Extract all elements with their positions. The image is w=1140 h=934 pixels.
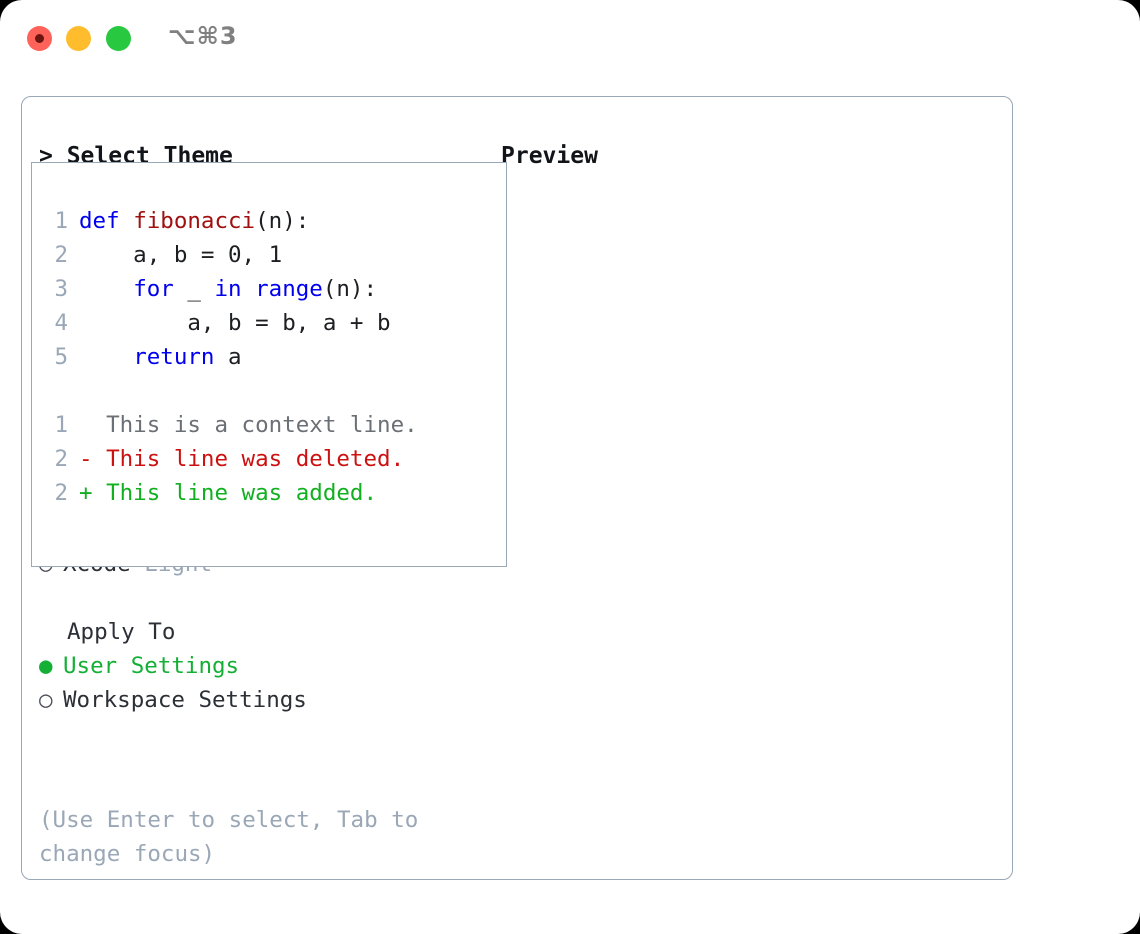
diff-text: This line was deleted. xyxy=(106,446,405,472)
line-number: 3 xyxy=(54,276,68,302)
code-token: def xyxy=(79,208,134,234)
code-line: 2 a, b = 0, 1 xyxy=(42,238,500,272)
diff-marker: + xyxy=(79,480,107,506)
preview-column: Preview xyxy=(501,139,991,173)
radio-selected-icon: ● xyxy=(39,653,53,679)
preview-heading: Preview xyxy=(501,143,598,169)
line-number: 2 xyxy=(54,446,68,472)
apply-to-option-row[interactable]: ○ Workspace Settings xyxy=(39,683,489,717)
line-number: 4 xyxy=(54,310,68,336)
diff-text: This is a context line. xyxy=(106,412,418,438)
diff-text: This line was added. xyxy=(106,480,378,506)
line-number: 5 xyxy=(54,344,68,370)
diff-line: 2- This line was deleted. xyxy=(42,442,500,476)
code-token: a, b = 0, 1 xyxy=(79,242,283,268)
line-number: 2 xyxy=(54,480,68,506)
apply-to-heading: Apply To xyxy=(67,619,176,645)
code-token: a, b = b, a + b xyxy=(79,310,391,336)
code-token: (n): xyxy=(322,276,378,302)
section-spacer xyxy=(39,581,489,615)
code-token: (n): xyxy=(255,208,310,234)
code-token: fibonacci xyxy=(133,208,256,234)
code-line: 4 a, b = b, a + b xyxy=(42,306,500,340)
apply-to-option-label: User Settings xyxy=(63,653,240,679)
window-titlebar: ⌥⌘3 xyxy=(0,0,1140,80)
line-number: 1 xyxy=(54,208,68,234)
code-token: in xyxy=(214,276,242,302)
code-token: range xyxy=(255,276,323,302)
diff-marker xyxy=(79,412,106,438)
window-maximize-button[interactable] xyxy=(106,26,131,51)
apply-to-option-row[interactable]: ● User Settings xyxy=(39,649,489,683)
diff-line: 2 + This line was added. xyxy=(42,476,500,510)
code-token: return xyxy=(133,344,215,370)
window-minimize-button[interactable] xyxy=(66,26,91,51)
apply-to-option-list: ● User Settings ○ Workspace Settings xyxy=(39,649,489,717)
diff-marker: - xyxy=(79,446,107,472)
code-token: for xyxy=(133,276,174,302)
close-icon xyxy=(35,34,44,43)
line-number: 1 xyxy=(54,412,68,438)
code-token xyxy=(242,276,256,302)
theme-selector-panel: > Select Theme ○ANSI Dark○Atom One Dark○… xyxy=(21,96,1013,880)
code-line: 1 def fibonacci(n): xyxy=(42,204,500,238)
keyboard-hint-text: (Use Enter to select, Tab to change focu… xyxy=(39,807,432,867)
diff-line: 1 This is a context line. xyxy=(42,408,500,442)
apply-to-option-label: Workspace Settings xyxy=(63,687,307,713)
code-token xyxy=(79,276,133,302)
keyboard-shortcut-label: ⌥⌘3 xyxy=(168,22,238,50)
line-number: 2 xyxy=(54,242,68,268)
code-line: 5 return a xyxy=(42,340,500,374)
code-line: 3 for _ in range(n): xyxy=(42,272,500,306)
radio-unselected-icon: ○ xyxy=(39,687,53,713)
diff-sample-lines: 1 This is a context line.2- This line wa… xyxy=(42,408,500,510)
code-token: _ xyxy=(173,276,215,302)
code-token: a xyxy=(214,344,242,370)
code-gap-spacer xyxy=(42,374,500,408)
code-token xyxy=(79,344,133,370)
